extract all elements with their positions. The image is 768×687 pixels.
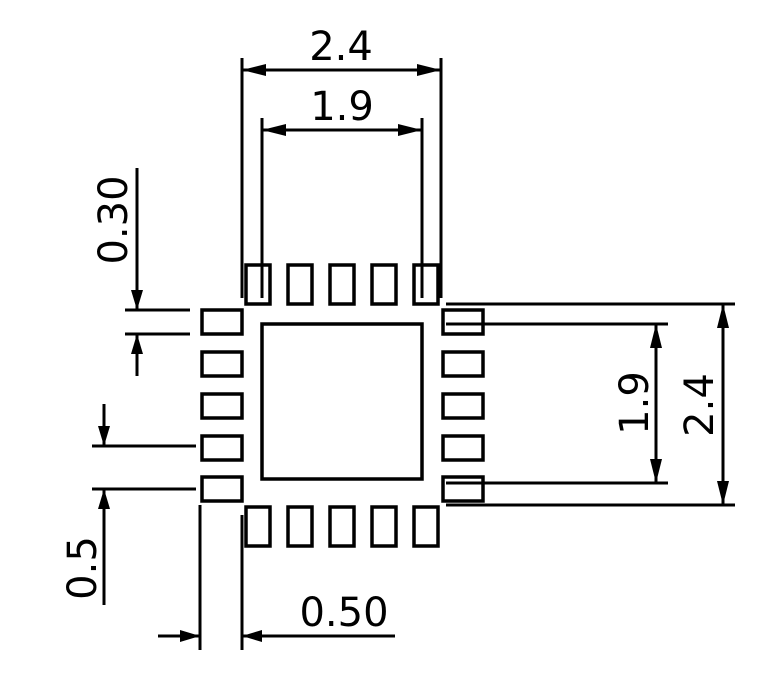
pad-top-2 xyxy=(286,263,314,306)
pad-left-5 xyxy=(200,475,244,503)
left-pad-column xyxy=(200,308,244,503)
dim-pad-length-label: 0.50 xyxy=(299,590,388,636)
dim-pitch-label: 0.5 xyxy=(60,536,106,600)
bottom-pad-row xyxy=(244,505,440,548)
pad-left-1 xyxy=(200,308,244,336)
pad-top-5 xyxy=(412,263,440,306)
pad-right-1 xyxy=(441,308,485,336)
pad-bottom-3 xyxy=(328,505,356,548)
dim-top-outer-label: 2.4 xyxy=(309,24,373,70)
dim-right-inner-label: 1.9 xyxy=(612,371,658,435)
pad-right-5 xyxy=(441,475,485,503)
top-pad-row xyxy=(244,263,440,306)
dim-pad-width: 0.30 xyxy=(91,168,190,376)
pad-bottom-5 xyxy=(412,505,440,548)
pad-bottom-1 xyxy=(244,505,272,548)
dim-right-outer-label: 2.4 xyxy=(677,373,723,437)
dim-top-inner-label: 1.9 xyxy=(310,84,374,130)
pad-left-4 xyxy=(200,434,244,462)
dim-top-inner: 1.9 xyxy=(260,84,424,298)
dim-pad-length: 0.50 xyxy=(158,505,395,650)
pad-top-1 xyxy=(244,263,272,306)
dim-right-inner: 1.9 xyxy=(446,322,668,485)
pad-right-3 xyxy=(441,392,485,420)
dim-top-outer: 2.4 xyxy=(240,24,443,298)
dim-pitch: 0.5 xyxy=(60,404,196,605)
pad-left-3 xyxy=(200,392,244,420)
pad-left-2 xyxy=(200,350,244,378)
dim-pad-width-label: 0.30 xyxy=(91,175,137,264)
pad-right-2 xyxy=(441,350,485,378)
pad-top-3 xyxy=(328,263,356,306)
dim-right-outer: 2.4 xyxy=(446,302,735,507)
pad-bottom-2 xyxy=(286,505,314,548)
pad-right-4 xyxy=(441,434,485,462)
center-pad xyxy=(260,322,424,481)
right-pad-column xyxy=(441,308,485,503)
pad-top-4 xyxy=(370,263,398,306)
pad-bottom-4 xyxy=(370,505,398,548)
